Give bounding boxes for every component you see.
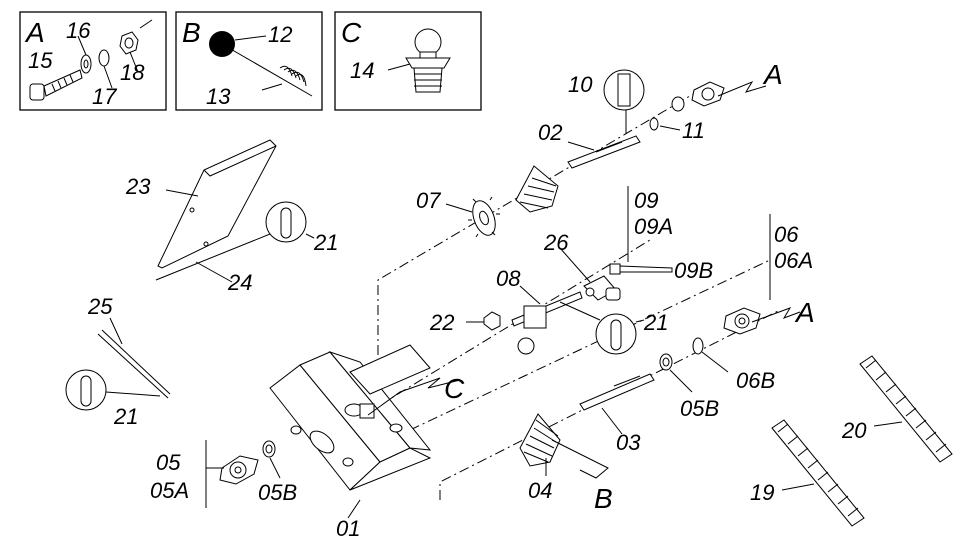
cone-sprocket-upper-icon: [515, 165, 559, 213]
cone-sprocket-04-icon: [519, 413, 561, 467]
label-08: 08: [496, 266, 521, 291]
inset-b-letter: B: [182, 17, 201, 48]
label-21-mid: 21: [643, 310, 668, 335]
washer-16-icon: [80, 54, 92, 74]
lever-26-icon: [583, 275, 621, 301]
label-22: 22: [429, 310, 454, 335]
bolt-09b-icon: [609, 263, 673, 275]
shaft-02-icon: [567, 135, 641, 169]
frame-01: [269, 344, 432, 491]
callout-a-top: A: [762, 59, 783, 90]
inset-b: B 12 13: [175, 11, 323, 111]
label-18: 18: [120, 60, 145, 85]
ring-06b-icon: [692, 337, 704, 355]
sprocket-07-icon: [468, 196, 500, 238]
bearing-flange-upper-icon: [691, 81, 725, 107]
bearing-05b-left-icon: [262, 440, 276, 458]
inset-c: C 14: [334, 11, 482, 111]
label-09a: 09A: [634, 214, 673, 239]
shaft-03-icon: [579, 373, 655, 411]
bearing-flange-06-icon: [723, 307, 761, 335]
bearing-05b-right-icon: [659, 353, 673, 371]
label-03: 03: [616, 430, 641, 455]
label-09b: 09B: [674, 258, 713, 283]
nut-18-icon: [119, 31, 139, 55]
label-26: 26: [543, 230, 569, 255]
label-19: 19: [750, 480, 774, 505]
label-06a: 06A: [774, 248, 813, 273]
label-09: 09: [634, 188, 658, 213]
callout-b: B: [594, 483, 613, 514]
label-20: 20: [841, 418, 867, 443]
label-05b-left: 05B: [258, 480, 297, 505]
label-10: 10: [568, 72, 593, 97]
inset-c-letter: C: [341, 17, 362, 48]
label-05: 05: [156, 450, 181, 475]
label-21-top: 21: [313, 230, 338, 255]
bearing-upper-icon: [671, 96, 685, 112]
callout-c: C: [444, 373, 465, 404]
plate-23-icon: [157, 139, 277, 269]
pin-21-left-detail: [65, 369, 161, 411]
pin-21-mid-detail: [559, 301, 645, 355]
spring-13-icon: [221, 43, 313, 97]
label-05b-right: 05B: [680, 396, 719, 421]
bearing-flange-05-icon: [219, 455, 259, 485]
rod-25-icon: [97, 317, 171, 399]
washer-11-icon: [649, 117, 659, 131]
inset-a-letter: A: [24, 17, 45, 48]
shaft-08-icon: [511, 291, 583, 355]
grease-nipple-14-icon: [405, 28, 451, 93]
label-16: 16: [66, 18, 91, 43]
label-11: 11: [682, 118, 705, 143]
label-23: 23: [125, 174, 151, 199]
chain-20-icon: [859, 355, 953, 463]
bolt-15-icon: [29, 69, 83, 101]
label-13: 13: [206, 84, 231, 109]
label-12: 12: [268, 22, 292, 47]
label-02: 02: [538, 120, 562, 145]
label-06: 06: [774, 222, 799, 247]
label-17: 17: [92, 84, 117, 109]
label-04: 04: [528, 478, 552, 503]
callout-a-right: A: [794, 297, 815, 328]
ring-17-icon: [98, 49, 110, 67]
label-15: 15: [28, 48, 53, 73]
label-14: 14: [350, 58, 374, 83]
inset-a: A 16 15 17 18: [19, 11, 167, 111]
label-07: 07: [416, 188, 441, 213]
nut-22-icon: [483, 311, 501, 331]
key-10-detail: [603, 69, 645, 134]
pin-21-top-detail: [265, 201, 315, 243]
label-25: 25: [87, 294, 113, 319]
chain-19-icon: [771, 419, 865, 527]
label-01: 01: [336, 516, 360, 541]
label-06b: 06B: [736, 368, 775, 393]
label-24: 24: [227, 270, 252, 295]
label-21-left: 21: [113, 404, 138, 429]
label-05a: 05A: [150, 478, 189, 503]
